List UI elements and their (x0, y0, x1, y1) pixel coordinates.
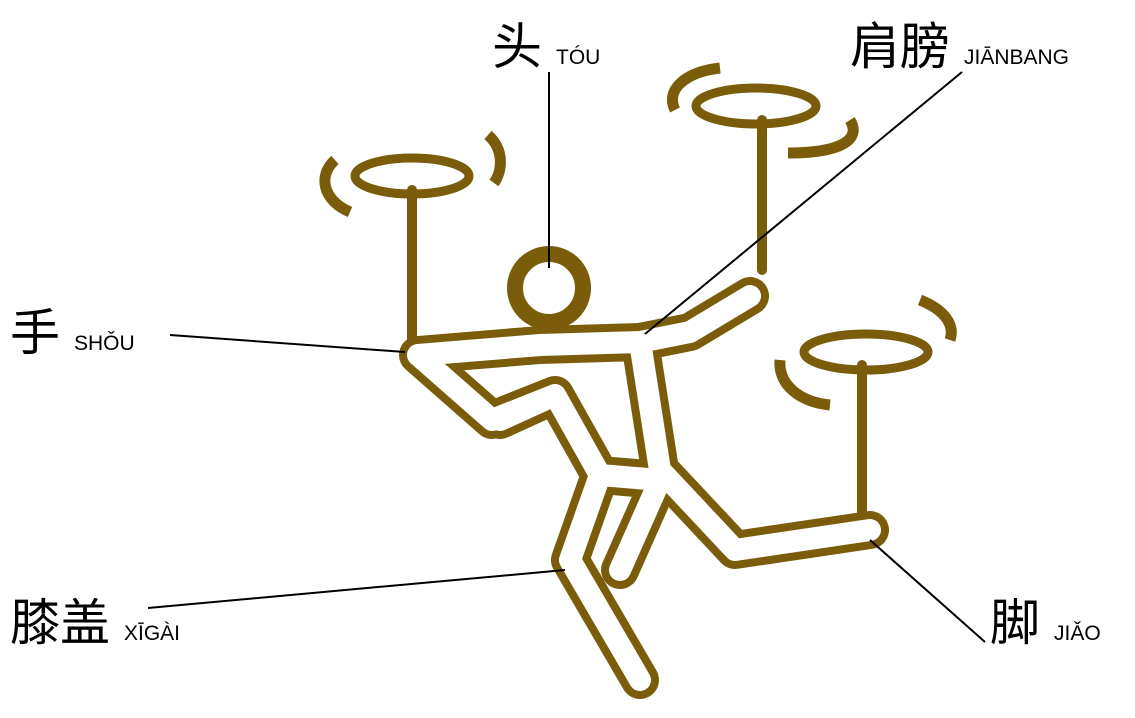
foot-plate-swirl (920, 300, 951, 340)
shoulder-label: 肩膀 JIĀNBANG (850, 22, 1069, 72)
knee-leader-line (148, 570, 565, 608)
shoulder-leader-line (645, 72, 962, 334)
foot-pinyin: JIǍO (1054, 622, 1101, 646)
shoulder-hanzi: 肩膀 (850, 22, 950, 72)
top-plate-ellipse (696, 88, 816, 124)
hand-leader-line (170, 335, 405, 352)
knee-label: 膝盖 XĪGÀI (10, 598, 180, 648)
knee-pinyin: XĪGÀI (124, 622, 180, 646)
knee-hanzi: 膝盖 (10, 598, 110, 648)
head-label: 头 TÓU (492, 22, 600, 72)
head-hanzi: 头 (492, 22, 542, 72)
shoulder-pinyin: JIĀNBANG (964, 46, 1069, 70)
left-plate (325, 135, 501, 345)
head-pinyin: TÓU (556, 46, 600, 70)
foot-leader-line (870, 540, 985, 642)
hand-pinyin: SHǑU (74, 332, 135, 356)
left-plate-swirl (325, 160, 350, 212)
foot-plate (780, 300, 951, 515)
hand-label: 手 SHǑU (10, 308, 135, 358)
top-plate-swirl (788, 120, 853, 153)
left-plate-swirl (488, 135, 500, 183)
hand-hanzi: 手 (10, 308, 60, 358)
foot-label: 脚 JIǍO (990, 598, 1101, 648)
foot-hanzi: 脚 (990, 598, 1040, 648)
top-plate (672, 68, 853, 270)
